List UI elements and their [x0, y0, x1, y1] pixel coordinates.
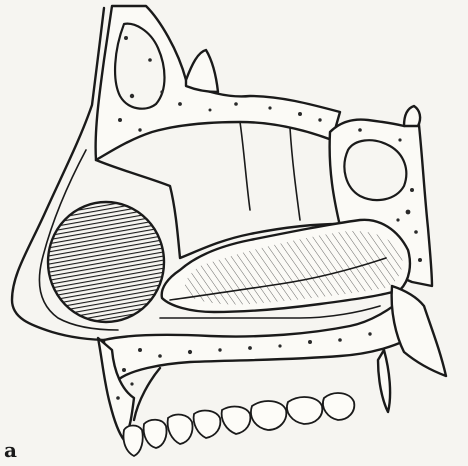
hatched-oval-region	[48, 202, 164, 322]
tooth-molar-2	[287, 397, 322, 424]
crista-process	[186, 50, 218, 92]
tooth-lateral-incisor	[144, 420, 167, 448]
upper-teeth-row	[123, 393, 354, 456]
tooth-incisor	[123, 426, 142, 457]
ethmoid-outline	[240, 122, 300, 220]
clinoid-process	[404, 106, 420, 126]
hamulus-spike	[378, 350, 390, 412]
pterygoid-plate	[392, 286, 446, 376]
tooth-molar-1	[251, 401, 286, 430]
tooth-premolar-2	[222, 407, 251, 434]
panel-label: a	[4, 440, 17, 460]
tooth-canine	[168, 415, 193, 444]
tooth-premolar-1	[194, 411, 221, 438]
tooth-molar-3	[323, 393, 354, 420]
